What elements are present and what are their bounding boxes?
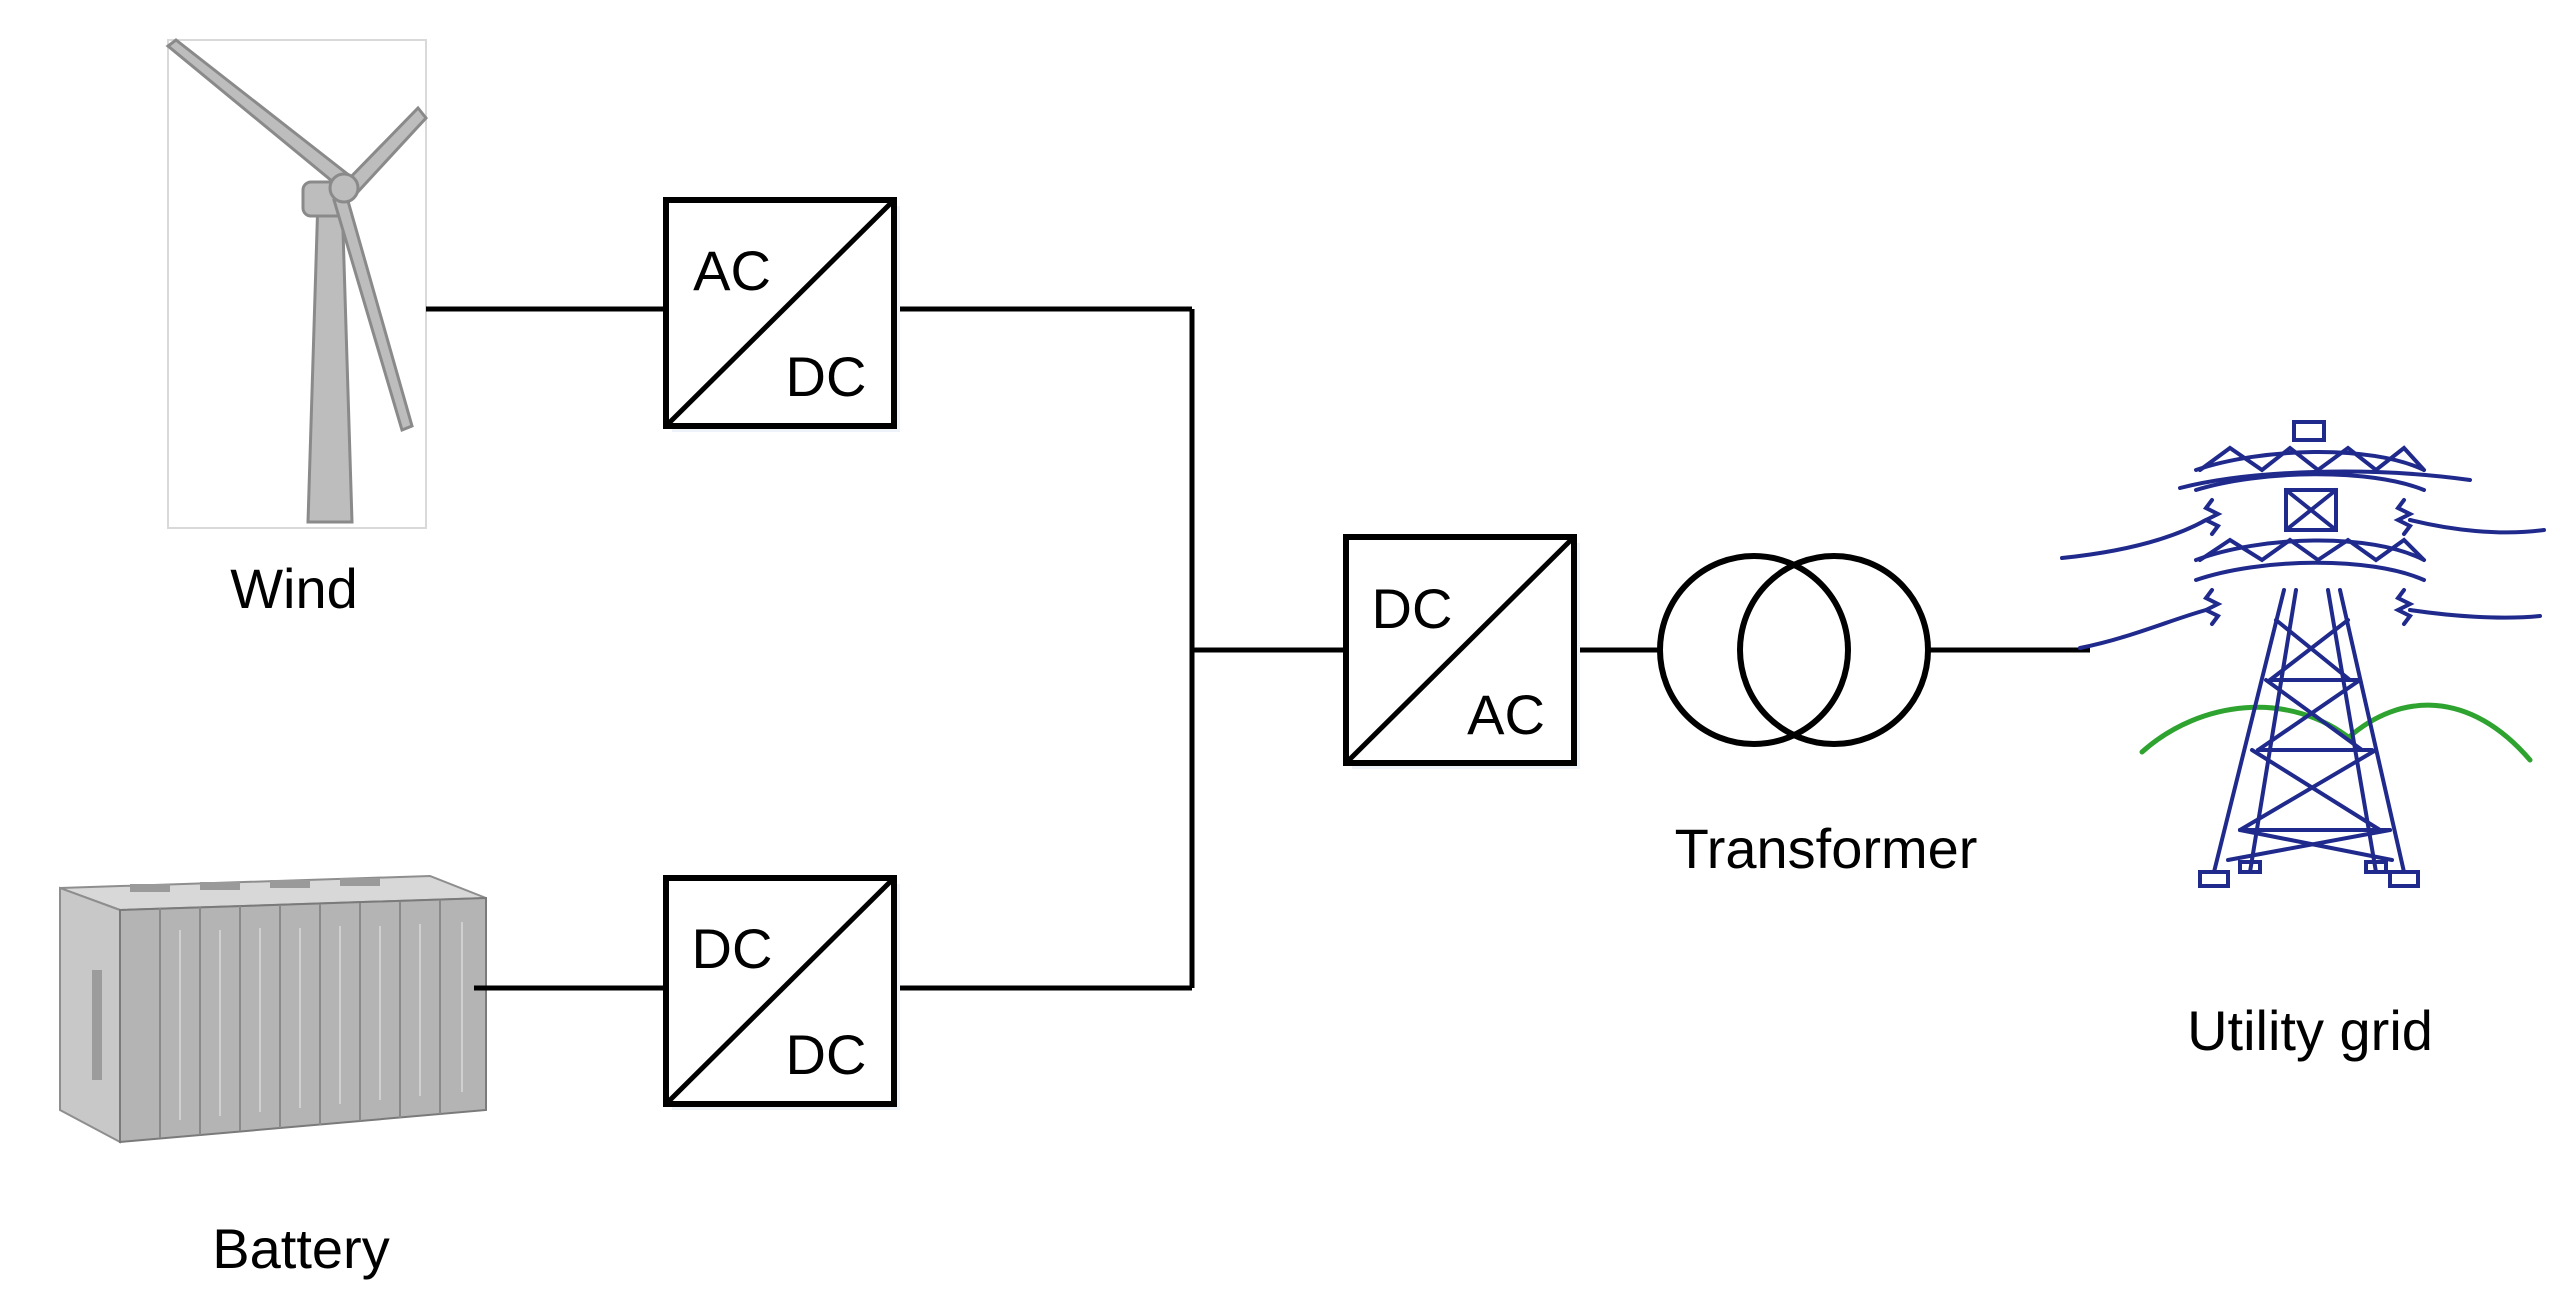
converter-top-label: DC xyxy=(1372,577,1453,640)
wind-turbine-icon xyxy=(165,38,428,529)
converter-bottom-label: DC xyxy=(786,345,867,408)
ac-dc-converter: AC DC xyxy=(663,197,900,432)
converter-bottom-label: AC xyxy=(1467,683,1545,746)
converter-top-label: DC xyxy=(692,917,773,980)
transmission-tower-icon xyxy=(2060,420,2546,888)
transformer-label: Transformer xyxy=(1675,817,1978,880)
wind-label: Wind xyxy=(230,557,358,620)
battery-label: Battery xyxy=(212,1217,389,1280)
dc-dc-converter: DC DC xyxy=(663,875,900,1110)
transformer-icon xyxy=(1657,553,1931,747)
dc-ac-converter: DC AC xyxy=(1343,534,1580,769)
converter-top-label: AC xyxy=(693,239,771,302)
converter-bottom-label: DC xyxy=(786,1023,867,1086)
connection-wires xyxy=(426,306,2090,991)
battery-cabinet-icon xyxy=(59,874,487,1144)
utility-grid-label: Utility grid xyxy=(2187,999,2433,1062)
